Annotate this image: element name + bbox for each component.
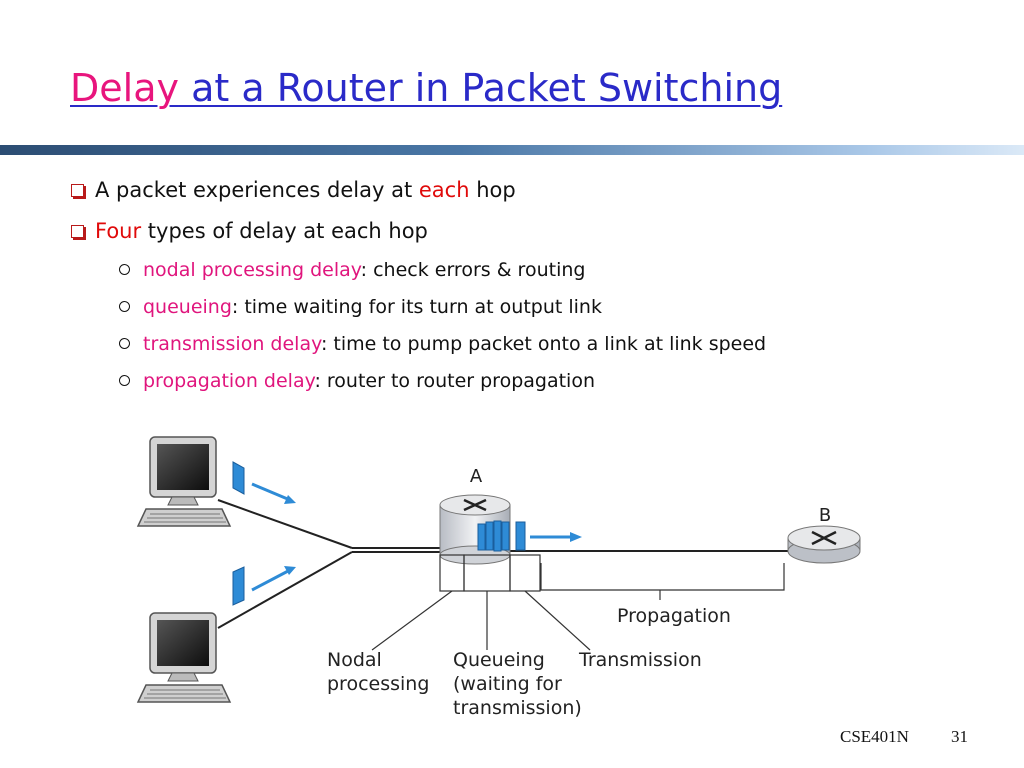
network-links [217, 499, 795, 629]
sub-bullet-desc: : time to pump packet onto a link at lin… [320, 333, 767, 355]
nodal-label-line2: processing [327, 673, 429, 695]
router-b-label: B [819, 505, 831, 526]
sub-bullet-desc: : check errors & routing [360, 259, 586, 281]
footer-page-number: 31 [951, 727, 968, 746]
footer-course: CSE401N [840, 727, 909, 746]
transmission-label: Transmission [578, 649, 702, 671]
computer-icon [136, 612, 232, 703]
router-a-label: A [470, 466, 483, 487]
router-a-icon [439, 494, 582, 592]
bullet-text-after: types of delay at each hop [141, 219, 428, 243]
computer-icon [136, 436, 232, 527]
square-bullet-icon [71, 225, 84, 238]
sub-bullet-term: nodal processing delay [143, 259, 361, 281]
packet-icon [232, 566, 296, 606]
title-rest: at a Router in Packet Switching [178, 66, 783, 110]
slide-title: Delay at a Router in Packet Switching [70, 66, 782, 110]
circle-bullet-icon [119, 264, 130, 275]
propagation-bracket [540, 563, 785, 600]
packet-icon [232, 461, 296, 504]
circle-bullet-icon [119, 338, 130, 349]
label-pointers [371, 590, 591, 651]
nodal-label-line1: Nodal [327, 649, 382, 671]
circle-bullet-icon [119, 375, 130, 386]
router-b-icon [787, 525, 861, 564]
bullet-text-after: hop [469, 178, 516, 202]
sub-bullet-desc: : router to router propagation [314, 370, 596, 392]
sub-bullet-term: propagation delay [143, 370, 315, 392]
bullet-emphasis: each [418, 178, 470, 202]
queueing-label-line1: Queueing [453, 649, 545, 671]
bullet-text-before: A packet experiences delay at [95, 178, 419, 202]
sub-bullet-queueing: queueing: time waiting for its turn at o… [119, 296, 602, 318]
bullet-four-types: Four types of delay at each hop [71, 219, 428, 243]
queueing-label-line3: transmission) [453, 697, 582, 719]
sub-bullet-term: transmission delay [143, 333, 321, 355]
square-bullet-icon [71, 184, 84, 197]
sub-bullet-nodal: nodal processing delay: check errors & r… [119, 259, 586, 281]
propagation-label: Propagation [617, 605, 731, 627]
sub-bullet-propagation: propagation delay: router to router prop… [119, 370, 596, 392]
title-divider [0, 145, 1024, 155]
queueing-label-line2: (waiting for [453, 673, 562, 695]
sub-bullet-desc: : time waiting for its turn at output li… [231, 296, 602, 318]
sub-bullet-term: queueing [143, 296, 232, 318]
sub-bullet-transmission: transmission delay: time to pump packet … [119, 333, 767, 355]
bullet-each-hop: A packet experiences delay at each hop [71, 178, 516, 202]
bullet-emphasis: Four [95, 219, 142, 243]
circle-bullet-icon [119, 301, 130, 312]
title-highlight: Delay [70, 66, 179, 110]
